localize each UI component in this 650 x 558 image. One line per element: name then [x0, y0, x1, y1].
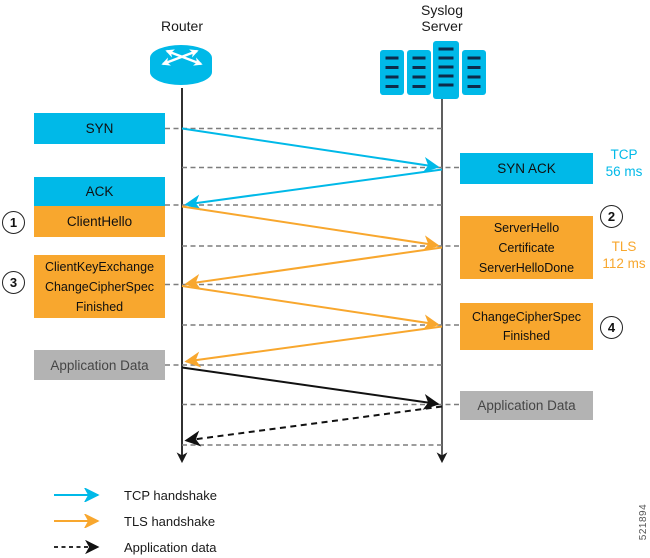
legend-item-tls: TLS handshake [52, 512, 215, 530]
figure-number: 521894 [638, 503, 649, 541]
server-slab [380, 50, 404, 95]
message-label: ServerHelloDone [478, 260, 575, 275]
server-slab-bars [385, 56, 399, 88]
message-box-client-hello: ClientHello [34, 206, 165, 237]
legend-label-tls: TLS handshake [124, 513, 216, 529]
message-label: ChangeCipherSpec [471, 309, 582, 324]
message-label: Application Data [477, 398, 576, 413]
message-box-application-data-right: Application Data [460, 391, 593, 420]
message-label: ACK [85, 184, 114, 199]
message-label: ClientKeyExchange [44, 259, 155, 274]
tls-proto: TLS [611, 239, 637, 254]
arrow-client-hello [181, 205, 440, 252]
message-label: Application Data [50, 357, 149, 373]
message-box-application-data-left: Application Data [34, 350, 165, 380]
message-label: Finished [502, 328, 551, 343]
server-slab-bars [412, 56, 426, 88]
arrow-app-data-to-server [181, 366, 440, 410]
message-box-syn: SYN [34, 113, 165, 144]
message-label: ClientHello [66, 214, 133, 229]
step-badge-4: 4 [600, 316, 623, 339]
tcp-timing-label: TCP 56 ms [592, 147, 650, 180]
message-label: SYN [85, 121, 114, 136]
server-slab [407, 50, 431, 95]
tls-handshake-arrow-icon [54, 514, 100, 528]
message-label: ChangeCipherSpec [44, 279, 155, 294]
application-data-arrow-icon [54, 540, 100, 554]
legend-label-app-data: Application data [124, 539, 217, 555]
arrow-change-cipher-spec [184, 325, 443, 368]
message-label: Finished [75, 299, 124, 314]
tls-time: 112 ms [602, 255, 646, 271]
router-arrows-icon [165, 49, 203, 66]
message-box-syn-ack: SYN ACK [460, 153, 593, 184]
tcp-proto: TCP [610, 147, 638, 162]
syslog-server-label-line1: Syslog [420, 2, 464, 18]
syslog-server-icon [380, 41, 486, 99]
step-badge-3: 3 [2, 271, 25, 294]
arrow-app-data-to-router [184, 405, 443, 447]
arrow-syn-ack [184, 168, 443, 211]
message-box-client-key-exchange: ClientKeyExchange ChangeCipherSpec Finis… [34, 255, 165, 318]
syslog-server-label-line2: Server [421, 18, 463, 34]
arrow-syn [181, 127, 440, 173]
message-box-ack: ACK [34, 177, 165, 206]
legend-label-tcp: TCP handshake [124, 487, 217, 503]
legend-item-tcp: TCP handshake [52, 486, 217, 504]
server-slab-bars [438, 47, 454, 87]
tls-timing-label: TLS 112 ms [592, 239, 650, 272]
tcp-handshake-arrow-icon [54, 488, 100, 502]
legend-item-app-data: Application data [52, 538, 217, 556]
message-label: ServerHello [493, 220, 560, 235]
arrow-server-hello [184, 246, 443, 290]
server-slab-bars [467, 56, 481, 88]
router-icon [150, 45, 212, 85]
dashed-gridlines [165, 127, 460, 446]
message-label: Certificate [498, 240, 555, 255]
arrow-client-key-exchange [181, 285, 440, 331]
tcp-time: 56 ms [605, 163, 643, 179]
step-badge-2: 2 [600, 205, 623, 228]
router-label: Router [160, 18, 204, 34]
step-badge-1: 1 [2, 211, 25, 234]
message-box-server-hello: ServerHello Certificate ServerHelloDone [460, 216, 593, 279]
syslog-server-label: Syslog Server [392, 2, 492, 34]
server-slab [462, 50, 486, 95]
message-box-change-cipher-spec: ChangeCipherSpec Finished [460, 303, 593, 350]
message-label: SYN ACK [497, 161, 556, 176]
